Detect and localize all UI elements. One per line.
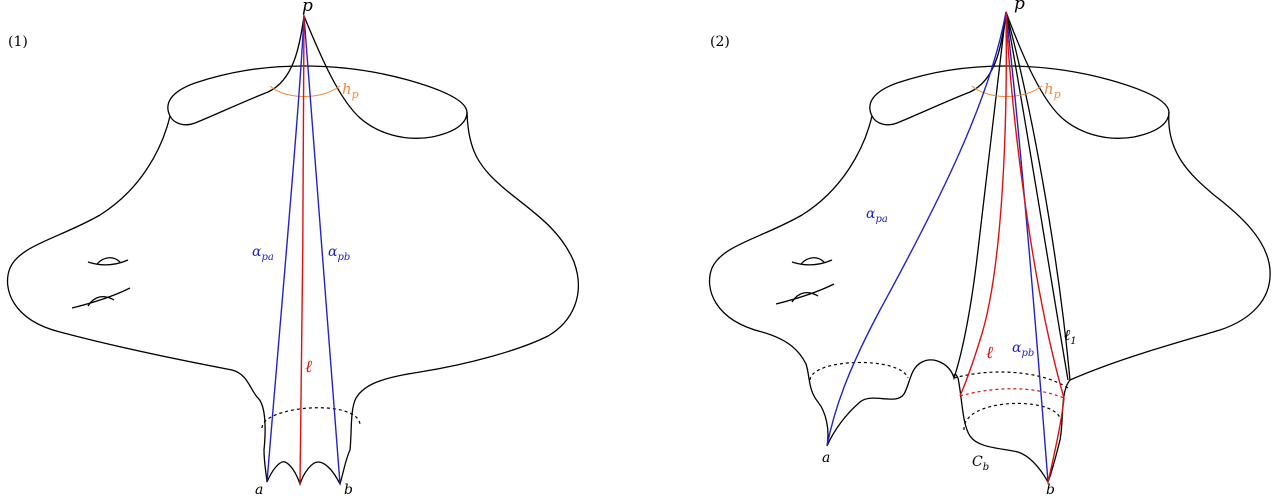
panel-2-handle-2: [775, 283, 835, 305]
panel-1: (1) p hp αpa αpb ℓ a b: [6, 0, 579, 498]
panel-1-surface-outline: [167, 13, 468, 139]
panel-1-label-ell: ℓ: [305, 357, 312, 377]
panel-2-boundary-circle-b1: [953, 371, 1069, 389]
panel-1-handle-1: [87, 259, 129, 266]
panel-1-label-hp: hp: [342, 80, 359, 101]
panel-1-alpha-pa: [266, 15, 305, 483]
panel-1-boundary-circle: [261, 407, 361, 429]
panel-1-handle-2-arc: [87, 295, 115, 307]
panel-2-ell: [959, 11, 1065, 483]
panel-1-label-b: b: [344, 482, 353, 498]
panel-2-label-p: p: [1014, 0, 1025, 14]
panel-2-label-a: a: [822, 450, 830, 466]
panel-2-boundary-circle-b3: [963, 402, 1061, 431]
panel-1-alpha-pb: [303, 15, 341, 485]
panel-2-surface-top: [869, 11, 1170, 139]
panel-2-alpha-pa: [826, 11, 1007, 447]
panel-1-surface-body: [6, 111, 579, 487]
panel-2-label-hp: hp: [1044, 80, 1061, 101]
panel-1-label-a: a: [255, 482, 263, 498]
panel-2-surface-body: [708, 11, 1007, 447]
panel-2-label-ell: ℓ: [986, 343, 993, 363]
panel-2-handle-2-arc: [791, 291, 819, 303]
panel-2-ell1: [1005, 11, 1069, 381]
panel-1-number: (1): [8, 34, 28, 50]
panel-2-boundary-circle-a: [809, 361, 909, 381]
panel-2-alpha-pb: [1005, 11, 1049, 483]
panel-2-label-ell1: ℓ1: [1064, 326, 1077, 347]
panel-1-ell: [299, 15, 305, 485]
panel-2-label-Cb: Cb: [972, 454, 989, 473]
panel-1-handle-1-arc: [96, 257, 121, 265]
panel-1-label-alpha-pa: αpa: [252, 244, 274, 263]
panel-2: (2) p hp αpa αpb ℓ ℓ1 a b Cb: [708, 0, 1271, 498]
panel-2-red-dashed: [959, 388, 1065, 399]
panel-2-number: (2): [710, 34, 730, 50]
panel-2-label-alpha-pa: αpa: [866, 206, 888, 225]
panel-2-surface-right-body: [1069, 111, 1271, 381]
panel-2-label-b: b: [1046, 482, 1055, 498]
panel-2-handle-1-arc: [800, 257, 825, 265]
panel-1-handle-2: [71, 287, 131, 309]
panel-1-label-p: p: [302, 0, 313, 16]
panel-2-handle-1: [791, 259, 833, 266]
panel-2-label-alpha-pb: αpb: [1012, 340, 1034, 359]
panel-1-horoball-arc: [269, 85, 341, 97]
panel-1-label-alpha-pb: αpb: [328, 244, 350, 263]
